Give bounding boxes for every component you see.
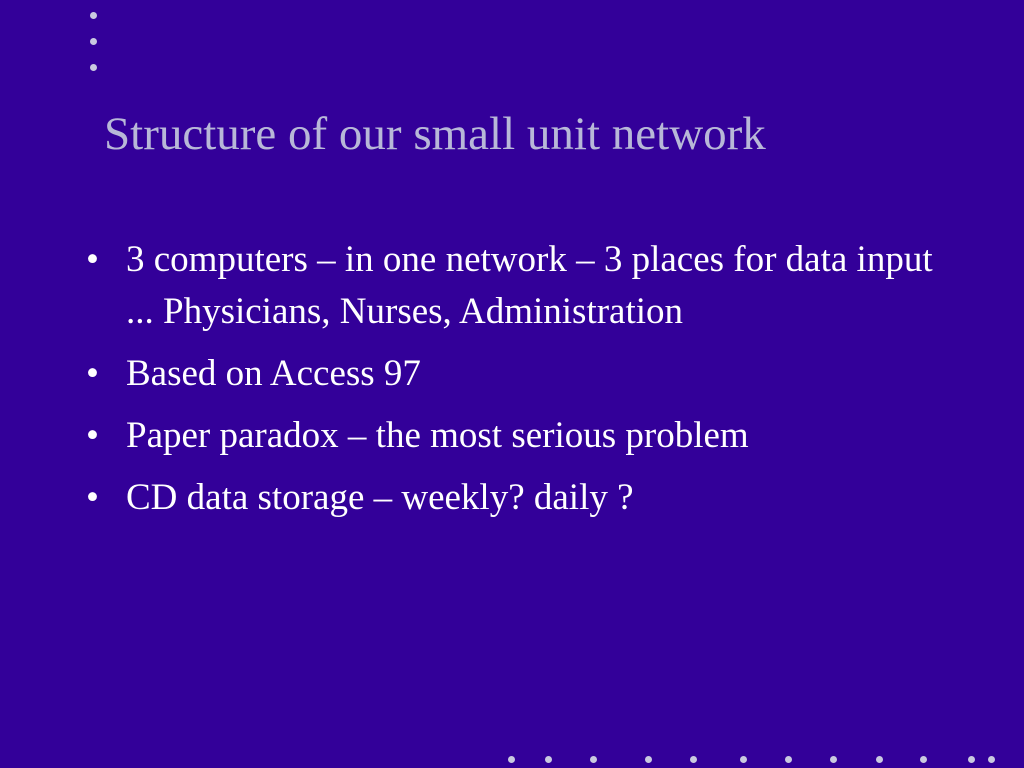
decor-dot: [690, 756, 697, 763]
bullet-marker: •: [86, 477, 99, 518]
decor-dot: [968, 756, 975, 763]
bullet-item: • CD data storage – weekly? daily ?: [86, 472, 946, 524]
decor-dot: [90, 12, 97, 19]
decor-dot: [90, 38, 97, 45]
bullet-text: Paper paradox – the most serious problem: [126, 415, 749, 456]
decor-dot: [830, 756, 837, 763]
decor-dot: [90, 64, 97, 71]
decor-dot: [785, 756, 792, 763]
bullet-item: • Based on Access 97: [86, 348, 946, 400]
decor-dot: [545, 756, 552, 763]
decor-dot: [988, 756, 995, 763]
bullet-text: 3 computers – in one network – 3 places …: [126, 239, 933, 332]
decor-dot: [508, 756, 515, 763]
bullet-item: • Paper paradox – the most serious probl…: [86, 410, 946, 462]
decor-dot: [645, 756, 652, 763]
bullet-marker: •: [86, 415, 99, 456]
bullet-marker: •: [86, 239, 99, 280]
decor-dot: [740, 756, 747, 763]
slide-title: Structure of our small unit network: [104, 108, 766, 160]
decor-dot: [876, 756, 883, 763]
bullet-text: CD data storage – weekly? daily ?: [126, 477, 634, 518]
bullet-marker: •: [86, 353, 99, 394]
bullet-text: Based on Access 97: [126, 353, 421, 394]
decor-dot: [920, 756, 927, 763]
bullet-item: • 3 computers – in one network – 3 place…: [86, 234, 946, 338]
decor-dot: [590, 756, 597, 763]
bullet-list: • 3 computers – in one network – 3 place…: [86, 234, 946, 534]
